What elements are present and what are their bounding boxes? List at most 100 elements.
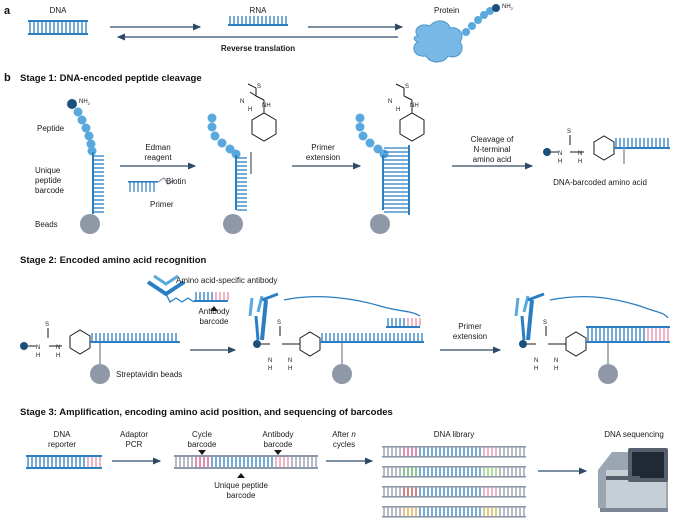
svg-text:N: N (288, 358, 292, 364)
protein: Protein NH2 (413, 4, 514, 63)
svg-text:N: N (36, 345, 40, 351)
peptide-label: Peptide (37, 124, 65, 133)
amino-acid-bead (207, 122, 217, 132)
amino-acid-bead (73, 107, 83, 117)
amino-acid-bead (365, 138, 375, 148)
svg-text:NH2: NH2 (502, 4, 514, 11)
antibody-label: Amino acid-specific antibody (176, 276, 277, 285)
adaptor-label-2: PCR (126, 440, 143, 449)
amino-acid-bead (210, 131, 220, 141)
stage2-extended-complex (514, 292, 670, 384)
library-row (382, 506, 526, 518)
dna-strand-a: DNA (28, 6, 88, 35)
amino-acid-bead (87, 146, 97, 156)
streptavidin-label: Streptavidin beads (116, 370, 182, 379)
svg-text:S: S (277, 320, 281, 326)
svg-text:N: N (534, 358, 538, 364)
sequencer-icon (598, 448, 668, 512)
reverse-translation-label: Reverse translation (221, 44, 295, 53)
primer-fragment (128, 177, 175, 192)
svg-text:N: N (578, 151, 582, 157)
antibody-barcode-label-1: Antibody (198, 307, 229, 316)
stage2-primer-ext-label-1: Primer (458, 322, 482, 331)
amino-acid-bead (358, 131, 368, 141)
stage1-extended-construct (355, 83, 425, 234)
dna-sequencing-label: DNA sequencing (604, 430, 664, 439)
stage1-peptide-bead: NH2 (67, 99, 104, 234)
amino-acid-bead (355, 113, 365, 123)
amino-acid-bead (225, 144, 235, 154)
stage1-title: Stage 1: DNA-encoded peptide cleavage (20, 73, 202, 84)
amino-acid-bead (217, 138, 227, 148)
adaptor-label-1: Adaptor (120, 430, 148, 439)
cleavage-label-2: N-terminal (474, 145, 511, 154)
amino-acid-bead (77, 115, 87, 125)
svg-text:NH: NH (410, 103, 419, 109)
library-row (382, 446, 526, 458)
dna-label: DNA (50, 6, 68, 15)
amino-acid-bead (474, 16, 482, 24)
amino-acid-bead (486, 7, 494, 15)
cycle-barcode-label-2: barcode (188, 440, 217, 449)
library-row (382, 486, 526, 498)
svg-text:S: S (405, 84, 409, 90)
library-row (382, 466, 526, 478)
svg-text:H: H (558, 159, 562, 165)
amplified-construct (174, 455, 318, 469)
svg-text:H: H (248, 107, 252, 113)
svg-text:N: N (268, 358, 272, 364)
unique-barcode-label-2: barcode (227, 491, 256, 500)
antibody-barcode-label-2: barcode (200, 317, 229, 326)
svg-text:NH: NH (262, 103, 271, 109)
amino-acid-bead (231, 149, 241, 159)
edman-label-2: reagent (144, 153, 172, 162)
stage3-title: Stage 3: Amplification, encoding amino a… (20, 407, 393, 418)
amino-acid-bead (84, 131, 94, 141)
svg-text:H: H (534, 366, 538, 372)
amino-acid-bead (81, 123, 91, 133)
amino-acid-bead (480, 11, 488, 19)
edman-label-1: Edman (145, 143, 170, 152)
svg-text:H: H (36, 353, 40, 359)
beads-label: Beads (35, 220, 58, 229)
antibody-barcode-s3-label-1: Antibody (262, 430, 293, 439)
primer-label: Primer (150, 200, 174, 209)
rna-strand: RNA (228, 6, 288, 26)
cycle-barcode-label-1: Cycle (192, 430, 213, 439)
antibody (146, 274, 229, 303)
svg-text:H: H (554, 366, 558, 372)
svg-text:H: H (396, 107, 400, 113)
antibody-barcode-s3-label-2: barcode (264, 440, 293, 449)
svg-text:H: H (56, 353, 60, 359)
cleavage-label-1: Cleavage of (471, 135, 514, 144)
svg-text:N: N (388, 99, 392, 105)
amino-acid-bead (355, 122, 365, 132)
svg-text:S: S (45, 322, 49, 328)
dna-barcoded-label: DNA-barcoded amino acid (553, 178, 647, 187)
svg-text:N: N (558, 151, 562, 157)
dna-reporter (26, 455, 102, 469)
stage2-bound-complex (248, 292, 424, 384)
svg-text:S: S (257, 84, 261, 90)
primer-ext-label-2: extension (306, 153, 340, 162)
barcode-label-3: barcode (35, 186, 64, 195)
svg-text:N: N (240, 99, 244, 105)
barcode-label-1: Unique (35, 166, 61, 175)
primer-ext-label-1: Primer (311, 143, 335, 152)
cleavage-label-3: amino acid (473, 155, 512, 164)
dna-reporter-label-1: DNA (54, 430, 72, 439)
protein-label: Protein (434, 6, 459, 15)
panel-b-label: b (4, 72, 11, 84)
stage2-bead-construct (20, 328, 180, 384)
barcode-label-2: peptide (35, 176, 62, 185)
stage2-primer-ext-label-2: extension (453, 332, 487, 341)
svg-text:H: H (268, 366, 272, 372)
amino-acid-bead (86, 139, 96, 149)
amino-acid-bead (462, 28, 470, 36)
svg-text:H: H (288, 366, 292, 372)
stage2-title: Stage 2: Encoded amino acid recognition (20, 255, 207, 266)
svg-text:N: N (56, 345, 60, 351)
amino-acid-bead (468, 22, 476, 30)
svg-text:N: N (554, 358, 558, 364)
dna-library-label: DNA library (434, 430, 474, 439)
